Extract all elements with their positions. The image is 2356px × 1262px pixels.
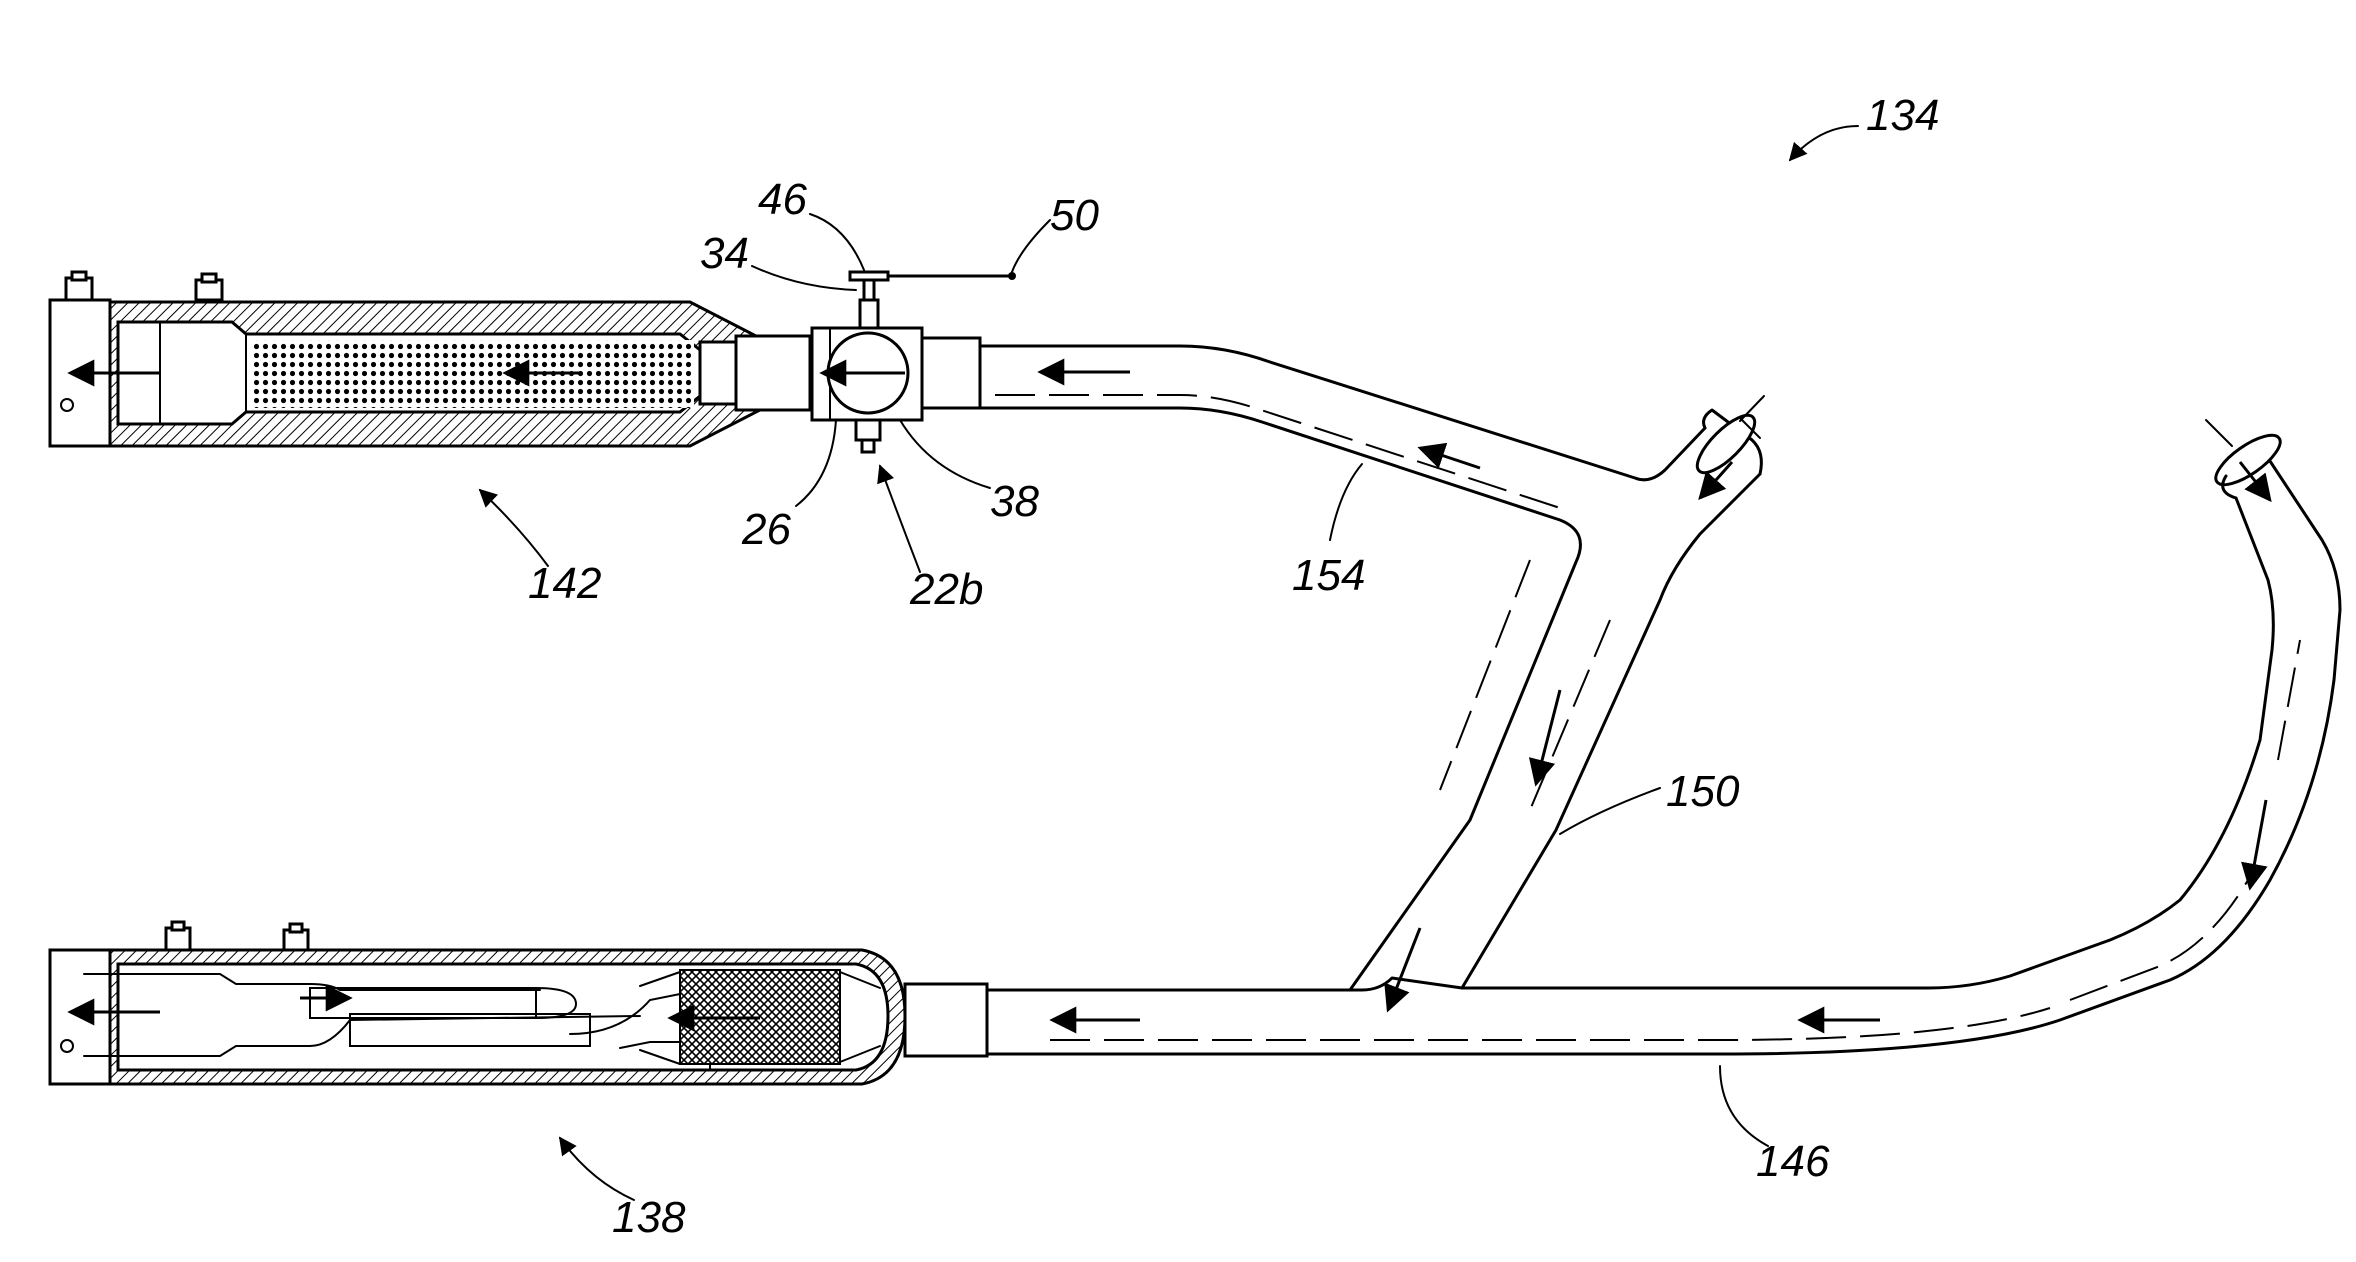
label-26: 26 bbox=[741, 505, 791, 554]
label-150: 150 bbox=[1666, 767, 1740, 816]
label-22b: 22b bbox=[909, 565, 983, 614]
label-138: 138 bbox=[612, 1193, 686, 1242]
reference-labels: 134 46 50 34 26 38 22b 142 154 150 146 1… bbox=[528, 91, 1939, 1242]
lower-muffler bbox=[48, 920, 989, 1086]
upper-pipe bbox=[920, 336, 1765, 1013]
lower-pipe bbox=[985, 419, 2342, 1056]
upper-muffler bbox=[48, 270, 812, 448]
label-38: 38 bbox=[990, 477, 1039, 526]
label-134: 134 bbox=[1866, 91, 1939, 140]
label-34: 34 bbox=[700, 229, 749, 278]
label-146: 146 bbox=[1756, 1137, 1830, 1186]
valve-assembly bbox=[810, 270, 1016, 454]
label-154: 154 bbox=[1292, 551, 1365, 600]
label-46: 46 bbox=[758, 175, 807, 224]
label-50: 50 bbox=[1050, 191, 1099, 240]
leader-lines bbox=[478, 125, 1859, 1201]
label-142: 142 bbox=[528, 559, 601, 608]
